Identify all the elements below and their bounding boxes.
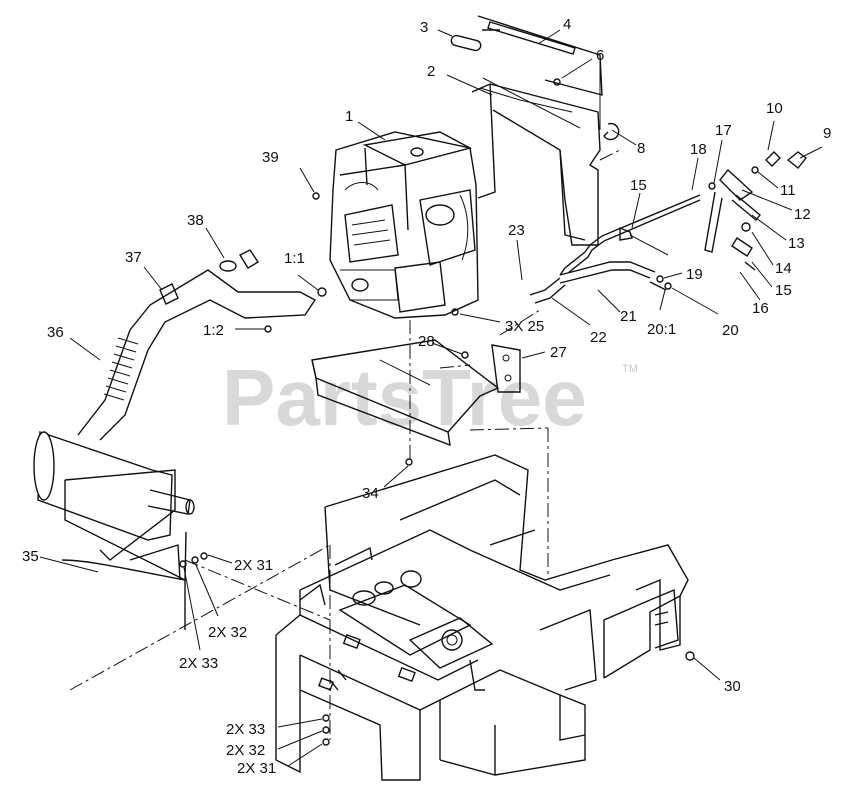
part-31-bolt[interactable] bbox=[200, 552, 208, 560]
callout-36[interactable]: 36 bbox=[47, 324, 64, 341]
part-34-bolt[interactable] bbox=[405, 458, 413, 466]
part-19-washer[interactable] bbox=[656, 275, 664, 283]
part-1-1-gasket[interactable] bbox=[317, 287, 327, 297]
callout-10[interactable]: 10 bbox=[766, 100, 783, 117]
callout-27[interactable]: 27 bbox=[550, 344, 567, 361]
throttle-cable[interactable] bbox=[529, 194, 701, 304]
engine-mount-plate[interactable] bbox=[311, 339, 500, 447]
callout-21[interactable]: 21 bbox=[620, 308, 637, 325]
callout-37[interactable]: 37 bbox=[125, 249, 142, 266]
callout-2x33a[interactable]: 2X 33 bbox=[179, 655, 218, 672]
part-17-nut[interactable] bbox=[708, 182, 716, 190]
callout-1[interactable]: 1 bbox=[345, 108, 353, 125]
callout-11[interactable]: 11 bbox=[780, 182, 796, 199]
part-30-plug[interactable] bbox=[685, 651, 695, 661]
callout-30[interactable]: 30 bbox=[724, 678, 741, 695]
callout-22[interactable]: 22 bbox=[590, 329, 607, 346]
engine[interactable] bbox=[329, 131, 479, 319]
callout-3x25[interactable]: 3X 25 bbox=[505, 318, 544, 335]
part-4-strip[interactable] bbox=[487, 21, 576, 55]
callout-6[interactable]: 6 bbox=[596, 47, 604, 64]
knobs[interactable] bbox=[765, 151, 807, 169]
callout-2x31b[interactable]: 2X 31 bbox=[237, 760, 276, 777]
callout-19[interactable]: 19 bbox=[686, 266, 703, 283]
callout-labels: 1 2 3 4 6 8 9 10 11 12 13 14 15 15 16 17… bbox=[22, 16, 831, 777]
leader-lines bbox=[39, 29, 823, 767]
callout-2x32a[interactable]: 2X 32 bbox=[208, 624, 247, 641]
callout-17[interactable]: 17 bbox=[715, 122, 732, 139]
callout-2x32b[interactable]: 2X 32 bbox=[226, 742, 265, 759]
part-14-nut[interactable] bbox=[741, 222, 751, 232]
callout-39[interactable]: 39 bbox=[262, 149, 279, 166]
hydraulic-pump-plate[interactable] bbox=[408, 617, 494, 691]
callout-20[interactable]: 20 bbox=[722, 322, 739, 339]
callout-9[interactable]: 9 bbox=[823, 125, 831, 142]
watermark-trademark: TM bbox=[622, 363, 638, 375]
callout-3[interactable]: 3 bbox=[420, 19, 428, 36]
part-3-plate[interactable] bbox=[450, 34, 482, 52]
callout-1-2[interactable]: 1:2 bbox=[203, 322, 224, 339]
mount-bracket[interactable] bbox=[491, 344, 521, 393]
callout-2[interactable]: 2 bbox=[427, 63, 435, 80]
frame-chassis[interactable] bbox=[275, 454, 689, 781]
callout-28[interactable]: 28 bbox=[418, 333, 435, 350]
callout-34[interactable]: 34 bbox=[362, 485, 379, 502]
callout-20-1[interactable]: 20:1 bbox=[647, 321, 676, 338]
muffler[interactable] bbox=[33, 431, 195, 541]
exhaust-clamp[interactable] bbox=[159, 249, 259, 305]
part-20-nut[interactable] bbox=[664, 282, 672, 290]
callout-14[interactable]: 14 bbox=[775, 260, 792, 277]
part-1-2-nut[interactable] bbox=[264, 325, 272, 333]
part-25-screw[interactable] bbox=[451, 308, 459, 316]
callout-2x33b[interactable]: 2X 33 bbox=[226, 721, 265, 738]
callout-35[interactable]: 35 bbox=[22, 548, 39, 565]
callout-1-1[interactable]: 1:1 bbox=[284, 250, 305, 267]
callout-23[interactable]: 23 bbox=[508, 222, 525, 239]
callout-13[interactable]: 13 bbox=[788, 235, 805, 252]
part-39-bolt[interactable] bbox=[312, 192, 320, 200]
part-28-bolt[interactable] bbox=[461, 351, 469, 359]
part-11-fastener[interactable] bbox=[751, 166, 759, 174]
engine-shroud[interactable] bbox=[471, 15, 603, 246]
callout-15a[interactable]: 15 bbox=[630, 177, 647, 194]
exhaust-pipe[interactable] bbox=[77, 269, 317, 441]
part-33b-washer[interactable] bbox=[322, 714, 330, 722]
frame-handle[interactable] bbox=[649, 588, 679, 649]
callout-4[interactable]: 4 bbox=[563, 16, 571, 33]
callout-18[interactable]: 18 bbox=[690, 141, 707, 158]
throttle-lever[interactable] bbox=[704, 168, 761, 271]
part-6-screw[interactable] bbox=[553, 78, 561, 86]
callout-38[interactable]: 38 bbox=[187, 212, 204, 229]
callout-15b[interactable]: 15 bbox=[775, 282, 792, 299]
part-20-1-link[interactable] bbox=[649, 281, 667, 291]
seat-mount-plate[interactable] bbox=[338, 570, 472, 656]
assembly-center-lines bbox=[69, 149, 621, 740]
part-33-washer[interactable] bbox=[179, 560, 187, 568]
part-31b-bolt[interactable] bbox=[322, 738, 330, 746]
part-32-washer[interactable] bbox=[191, 556, 199, 564]
callout-16[interactable]: 16 bbox=[752, 300, 769, 317]
callout-2x31a[interactable]: 2X 31 bbox=[234, 557, 273, 574]
part-32b-washer[interactable] bbox=[322, 726, 330, 734]
heat-shield[interactable] bbox=[61, 469, 187, 630]
callout-12[interactable]: 12 bbox=[794, 206, 811, 223]
callout-8[interactable]: 8 bbox=[637, 140, 645, 157]
part-8-clip[interactable] bbox=[603, 122, 620, 141]
